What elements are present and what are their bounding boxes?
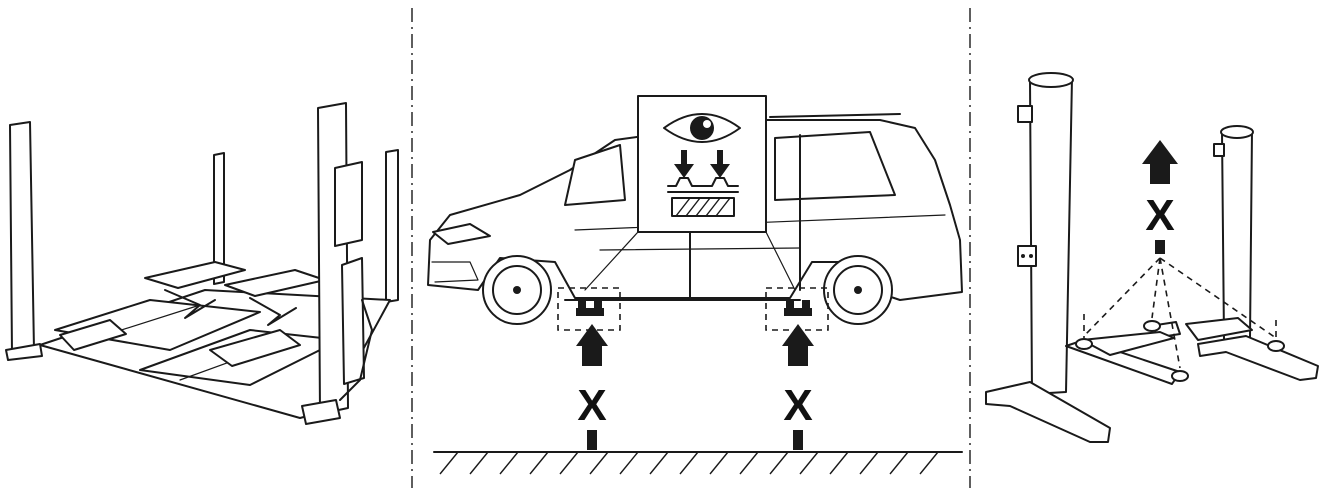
lift-pad-4 — [1267, 340, 1285, 352]
front-door-window — [564, 144, 626, 206]
wheel-plate-front — [209, 329, 301, 367]
hatched-ground — [433, 451, 963, 475]
right-lift-arm — [1185, 317, 1253, 341]
two-post-lift: X — [985, 72, 1319, 443]
down-arrow-icon — [674, 150, 730, 178]
vehicle-lift-points: X X — [427, 95, 963, 475]
lift-pad-3 — [1143, 320, 1161, 332]
left-base — [985, 381, 1111, 443]
wheel-plate-rear — [59, 319, 127, 351]
jack-pad-left — [144, 261, 246, 289]
right-column — [1221, 129, 1253, 341]
up-arrow-icon — [1142, 140, 1178, 184]
up-arrow-icon — [576, 324, 814, 366]
lift-pad-1 — [1075, 338, 1093, 350]
back-right-post — [385, 149, 399, 303]
back-left-post — [213, 152, 225, 285]
rear-lift-point-mark: X — [783, 381, 812, 430]
four-post-lift — [5, 102, 399, 425]
eye-icon — [663, 113, 741, 143]
headlight — [432, 223, 491, 245]
control-box — [334, 161, 363, 247]
hydraulic-pump — [341, 257, 365, 385]
lift-pad-2 — [1171, 370, 1189, 382]
front-left-post — [9, 121, 35, 355]
side-window — [774, 131, 896, 201]
roof-rail — [769, 113, 901, 118]
front-lift-point-mark: X — [577, 381, 606, 430]
two-post-arm-mark: X — [1145, 191, 1174, 240]
right-base — [1197, 335, 1319, 381]
